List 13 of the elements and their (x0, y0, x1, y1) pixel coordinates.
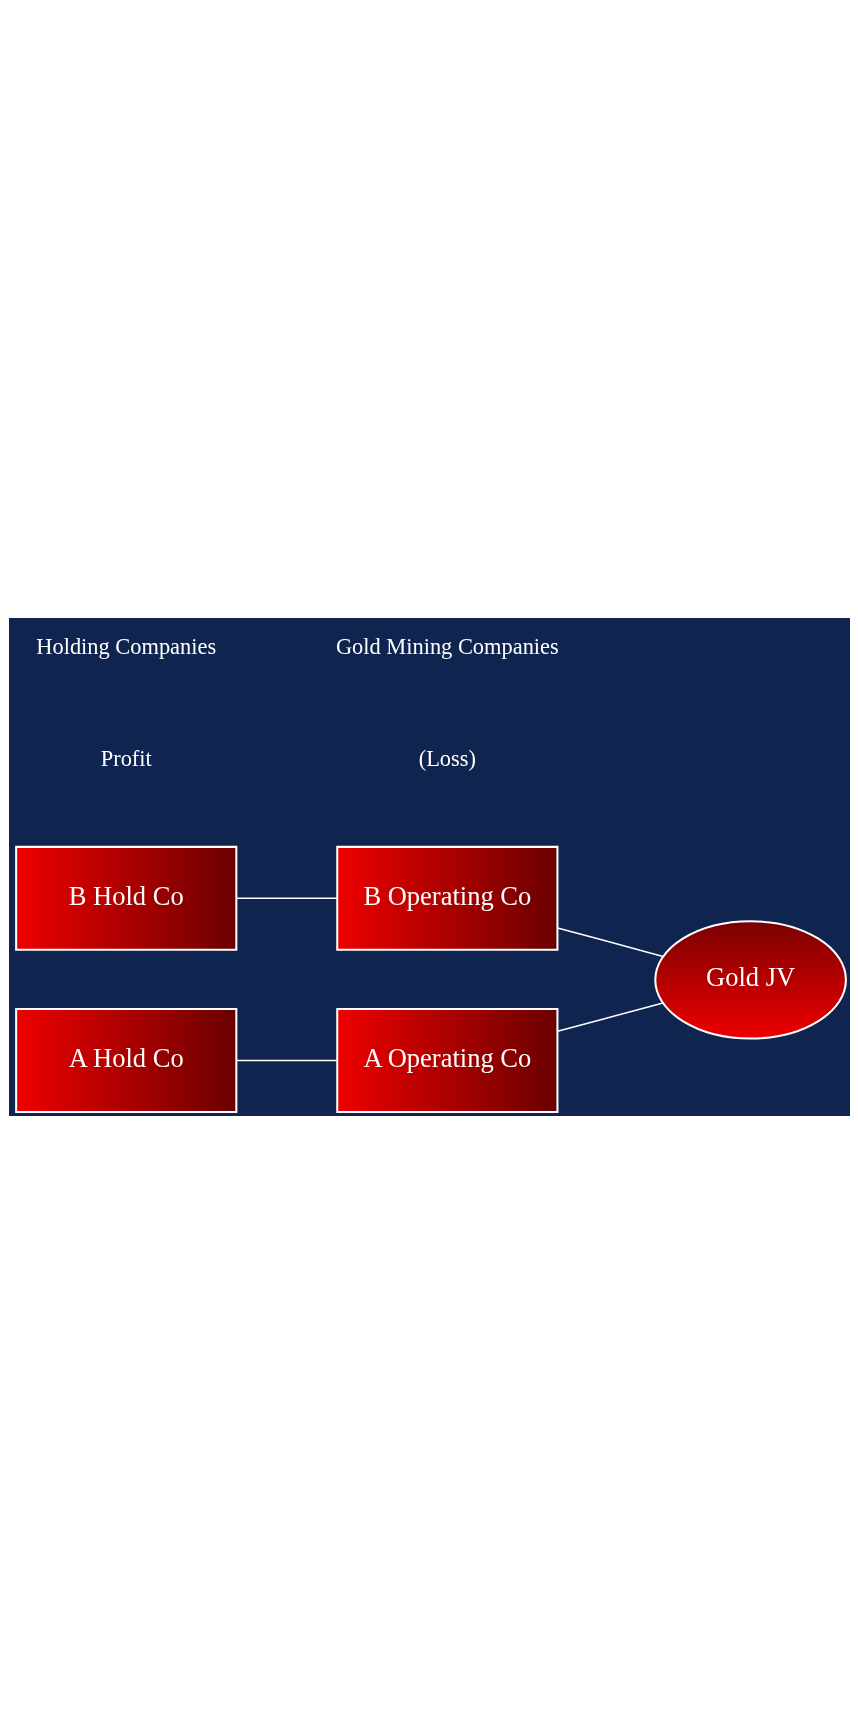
node-box: B Operating Co (335, 845, 558, 951)
node-ellipse: Gold JV (653, 919, 847, 1040)
node-box: B Hold Co (14, 845, 237, 951)
label: Gold Mining Companies (335, 633, 559, 659)
node-box: A Hold Co (14, 1007, 237, 1113)
connector (556, 926, 664, 957)
connector (235, 1059, 338, 1061)
label: Profit (100, 745, 152, 771)
connector (235, 897, 338, 899)
label: (Loss) (418, 745, 476, 771)
node-box: A Operating Co (335, 1007, 558, 1113)
label: Holding Companies (35, 633, 216, 659)
connector (556, 1001, 664, 1032)
